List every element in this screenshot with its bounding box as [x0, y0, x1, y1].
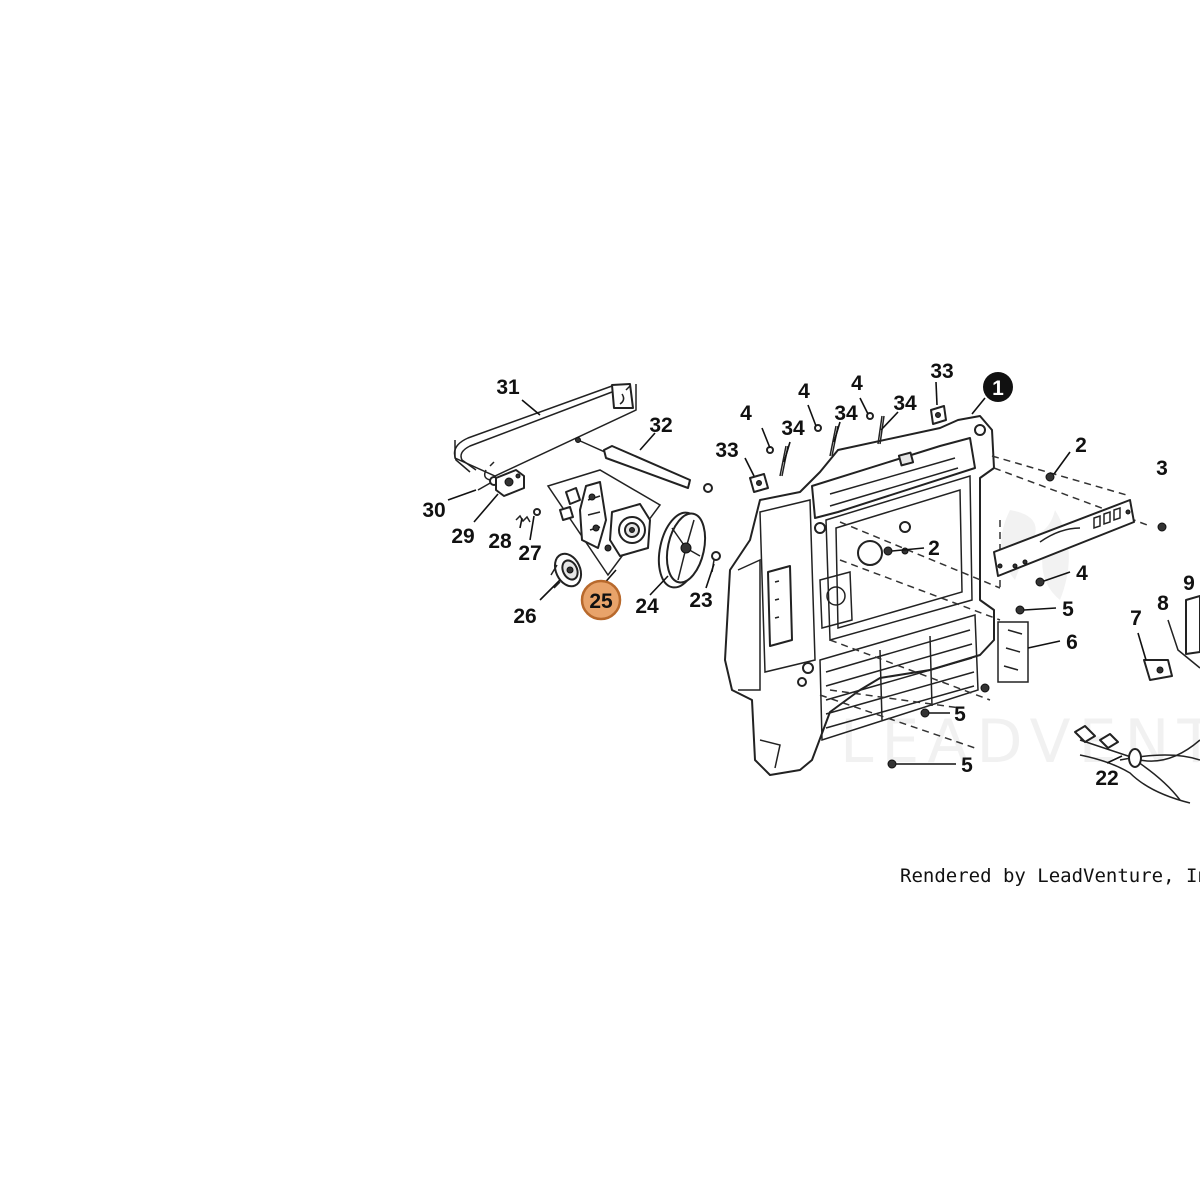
- callout-9[interactable]: 9: [1183, 572, 1195, 595]
- callout-6[interactable]: 6: [1066, 631, 1078, 654]
- part-29-bracket: [495, 469, 525, 497]
- part-9-module: [1185, 595, 1200, 655]
- callout-25-highlighted[interactable]: 25: [580, 579, 622, 621]
- callout-2-a[interactable]: 2: [1075, 434, 1087, 457]
- callout-3[interactable]: 3: [1156, 457, 1168, 480]
- part-1-front-panel-frame: [724, 415, 995, 776]
- part-27-pin: [533, 508, 541, 516]
- callout-22[interactable]: 22: [1095, 767, 1118, 790]
- callout-5-c[interactable]: 5: [961, 754, 973, 777]
- callout-1-label: 1: [992, 377, 1004, 400]
- callout-4-b[interactable]: 4: [798, 380, 810, 403]
- callout-33-right[interactable]: 33: [930, 360, 953, 383]
- leader-lines: [447, 381, 1147, 765]
- part-26-pulley: [550, 552, 583, 589]
- part-8-wire: [1167, 619, 1200, 669]
- callout-5-a[interactable]: 5: [1062, 598, 1074, 621]
- callout-32[interactable]: 32: [649, 414, 672, 437]
- callout-25-badge: [580, 579, 622, 621]
- part-22-wire-harness: [1074, 725, 1200, 804]
- explode-projection-lines: [819, 455, 1151, 749]
- callout-33-left[interactable]: 33: [715, 439, 738, 462]
- callout-24[interactable]: 24: [635, 595, 659, 618]
- callout-1-circled[interactable]: 1: [983, 372, 1013, 402]
- callout-4-d[interactable]: 4: [1076, 562, 1088, 585]
- callout-4-c[interactable]: 4: [851, 372, 863, 395]
- callout-1-badge: [983, 372, 1013, 402]
- callout-26[interactable]: 26: [513, 605, 536, 628]
- callout-29[interactable]: 29: [451, 525, 474, 548]
- callout-23[interactable]: 23: [689, 589, 712, 612]
- part-6-screw-set: [997, 621, 1029, 683]
- part-7-switch: [1143, 659, 1173, 681]
- part-23-screw: [711, 551, 721, 573]
- callout-labels: 31 32 30 29 28 27 26 24 23 33 33 4 4 4 3…: [422, 360, 1195, 790]
- part-3-control-plate: [993, 499, 1135, 577]
- part-28-spring: [515, 514, 531, 523]
- part-24-reel: [657, 511, 707, 589]
- callout-4-a[interactable]: 4: [740, 402, 752, 425]
- callout-30[interactable]: 30: [422, 499, 445, 522]
- callout-2-b[interactable]: 2: [928, 537, 940, 560]
- callout-28[interactable]: 28: [488, 530, 512, 553]
- part-31-handle: [453, 383, 637, 481]
- part-33-clip-left: [749, 473, 769, 493]
- svg-text:LEADVENTURE: LEADVENTURE: [840, 707, 1200, 777]
- callout-27[interactable]: 27: [518, 542, 541, 565]
- callout-5-b[interactable]: 5: [954, 703, 966, 726]
- callout-34-a[interactable]: 34: [781, 417, 805, 440]
- callout-25-label: 25: [589, 590, 613, 613]
- callout-31[interactable]: 31: [496, 376, 520, 399]
- callout-34-c[interactable]: 34: [893, 392, 917, 415]
- part-5-screws: [887, 605, 1025, 769]
- part-33-clip-right: [930, 405, 947, 425]
- callout-34-b[interactable]: 34: [834, 402, 858, 425]
- part-25-starter-assembly: [546, 469, 662, 577]
- part-32-cable: [575, 437, 713, 493]
- callout-7[interactable]: 7: [1130, 607, 1142, 630]
- callout-8[interactable]: 8: [1157, 592, 1169, 615]
- part-4-screws-top: [766, 412, 874, 454]
- render-credit: Rendered by LeadVenture, Inc.: [900, 865, 1200, 887]
- part-4-screws-right: [1035, 522, 1167, 587]
